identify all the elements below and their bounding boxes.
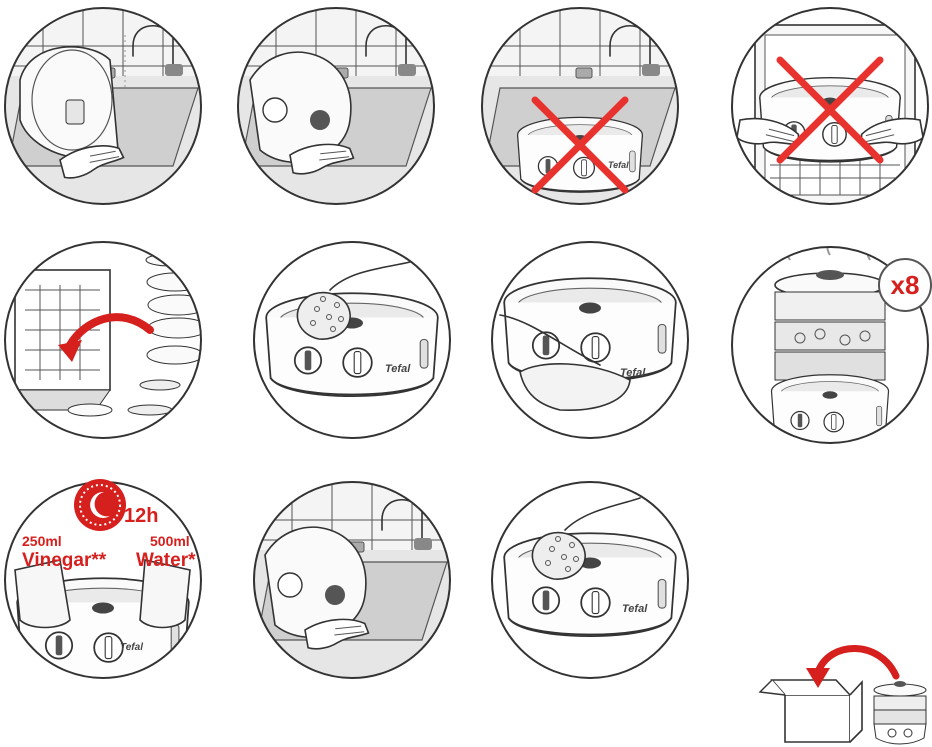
panel-sponge-base: Tefal: [254, 242, 450, 438]
panel-no-rinse-base: Tefal: [480, 6, 680, 206]
moon-timer-icon: [74, 479, 126, 531]
sponge-icon: [532, 533, 585, 580]
brand-logo: Tefal: [608, 160, 629, 170]
brand-logo: Tefal: [385, 363, 411, 375]
steamer-icon: [874, 681, 926, 744]
sponge-icon: [297, 293, 350, 340]
descale-duration: 12h: [124, 505, 158, 527]
brand-logo: Tefal: [120, 642, 143, 653]
panel-rinse-basket: [236, 6, 436, 206]
brand-logo: Tefal: [622, 603, 648, 615]
water-label: Water*: [136, 550, 196, 571]
vinegar-label: Vinegar**: [22, 550, 107, 571]
steam-icon: [787, 223, 870, 260]
curved-arrow-icon: [818, 648, 896, 676]
panel-descale: Tefal 12h 250ml Vinegar** 500ml Water*: [5, 479, 201, 681]
panel-rinse-lid: [3, 6, 203, 206]
panel-wipe-base: Tefal: [492, 242, 688, 438]
panel-rinse-again: [252, 480, 452, 680]
cycle-count: x8: [891, 270, 920, 300]
vinegar-amount: 250ml: [22, 533, 62, 549]
panel-sponge-again: Tefal: [492, 482, 688, 678]
water-amount: 500ml: [150, 533, 190, 549]
panel-steam-cycles: x8: [732, 223, 931, 445]
panel-store-in-box: [760, 648, 926, 744]
panel-no-dishwasher-base: [732, 8, 928, 205]
box-icon: [760, 680, 862, 742]
panel-dishwasher-parts: [0, 242, 208, 438]
